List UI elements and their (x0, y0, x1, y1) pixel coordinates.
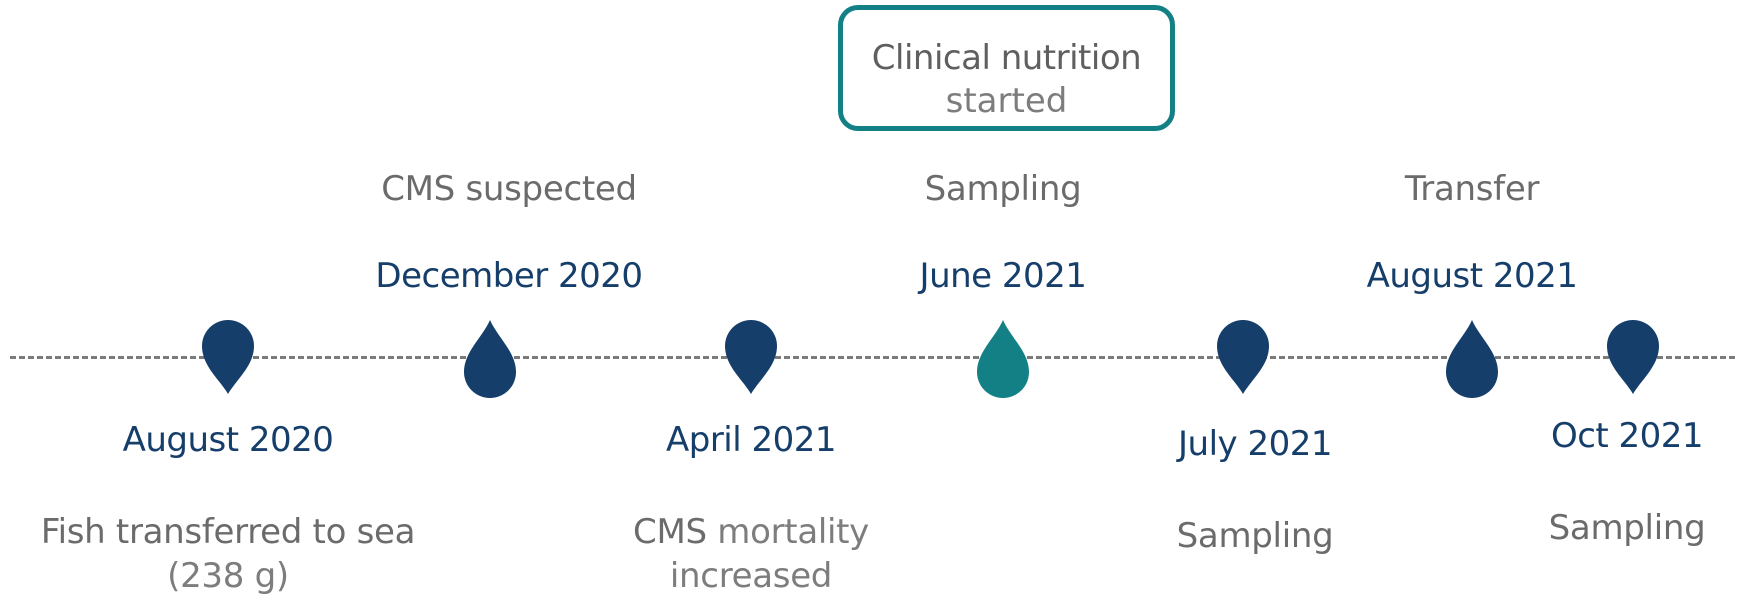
map-pin-icon (1607, 320, 1659, 394)
event-label-april-2021-line2: increased (669, 556, 833, 596)
map-pin-icon (202, 320, 254, 394)
date-december-2020: December 2020 (375, 256, 643, 296)
marker-july-2021 (1215, 316, 1271, 400)
event-label-oct-2021: Sampling (1548, 508, 1706, 548)
date-april-2021: April 2021 (665, 420, 837, 460)
event-label-august-2020: Fish transferred to sea (238 g) (40, 510, 416, 598)
event-label-april-2021-line1: CMS mortality (633, 510, 869, 554)
marker-oct-2021 (1605, 316, 1661, 400)
marker-august-2020 (200, 316, 256, 400)
event-label-june-2021: Sampling (924, 169, 1082, 209)
drop-icon (977, 320, 1029, 398)
event-label-april-2021-bold: CMS (633, 512, 707, 552)
map-pin-icon (1217, 320, 1269, 394)
map-pin-icon (725, 320, 777, 394)
drop-icon (464, 320, 516, 398)
timeline-axis (10, 356, 1735, 359)
highlight-line1: Clinical nutrition (871, 38, 1142, 78)
event-label-april-2021-light: mortality (717, 512, 869, 552)
highlight-line2: started (945, 81, 1068, 121)
date-july-2021: July 2021 (1178, 424, 1332, 464)
event-label-august-2020-line1: Fish transferred to sea (40, 512, 416, 552)
clinical-nutrition-box: Clinical nutrition started (838, 5, 1175, 131)
marker-april-2021 (723, 316, 779, 400)
event-label-july-2021: Sampling (1176, 516, 1334, 556)
date-june-2021: June 2021 (919, 256, 1087, 296)
marker-june-2021 (975, 316, 1031, 400)
marker-december-2020 (462, 316, 518, 400)
date-august-2020: August 2020 (122, 420, 334, 460)
event-label-august-2021: Transfer (1404, 169, 1540, 209)
date-august-2021: August 2021 (1366, 256, 1578, 296)
date-oct-2021: Oct 2021 (1550, 416, 1704, 456)
drop-icon (1446, 320, 1498, 398)
marker-august-2021 (1444, 316, 1500, 400)
event-label-december-2020: CMS suspected (381, 169, 637, 209)
event-label-august-2020-line2: (238 g) (167, 556, 289, 596)
event-label-april-2021: CMS mortality increased (633, 510, 869, 598)
